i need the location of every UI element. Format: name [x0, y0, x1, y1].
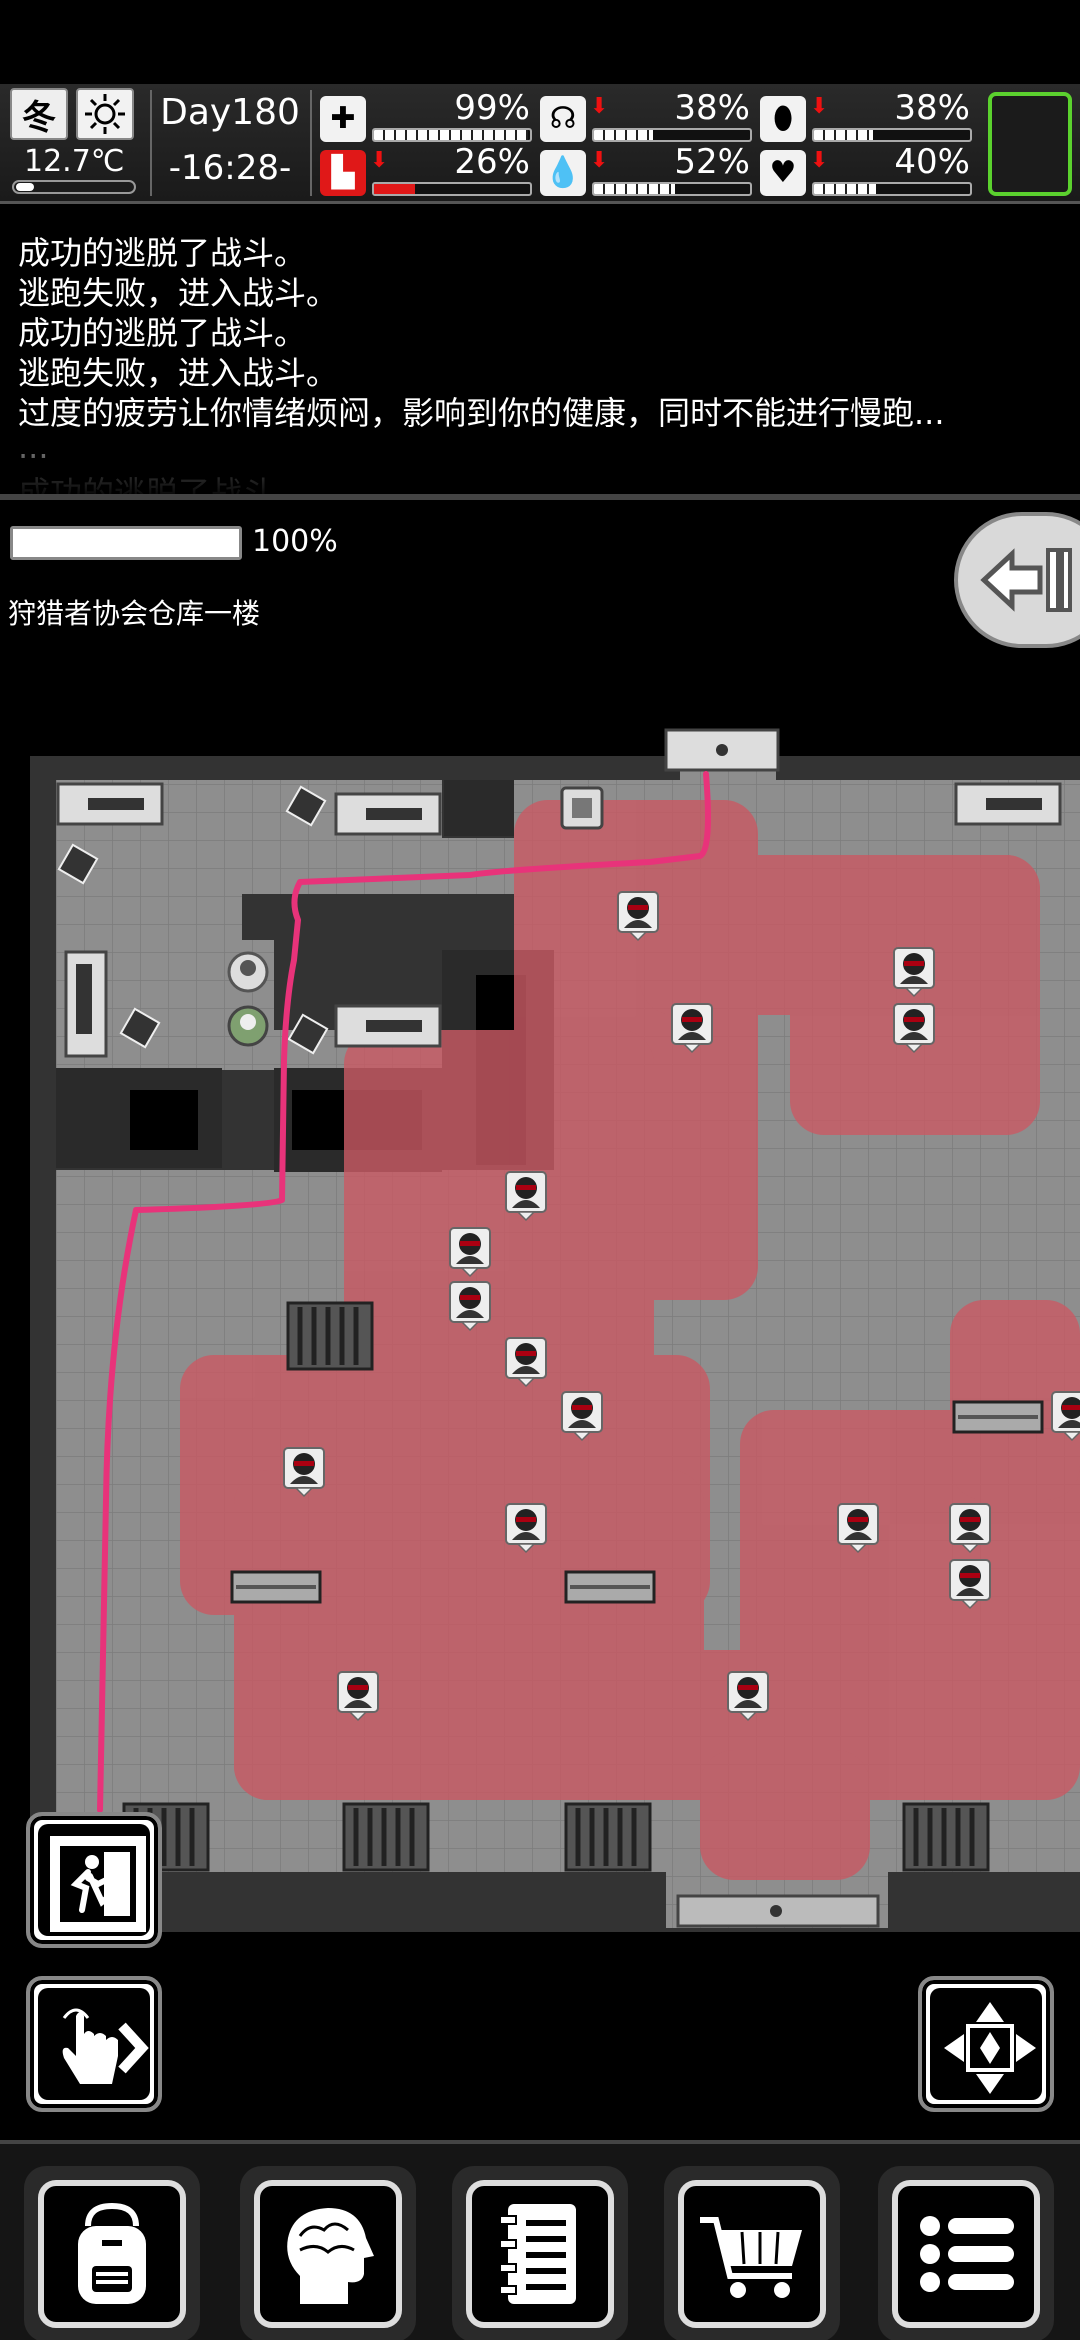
- enemy-marker: [893, 947, 935, 997]
- enemy-marker: [449, 1281, 491, 1331]
- enemy-marker: [449, 1227, 491, 1277]
- down-arrow-icon: ⬇: [810, 148, 829, 173]
- leave-area-button[interactable]: [954, 512, 1080, 648]
- log-line: 逃跑失败，进入战斗。: [18, 274, 339, 312]
- enemy-marker: [283, 1447, 325, 1497]
- status-bar: 冬 12.7℃ Day180 -16:28- ✚ 99% ☊ ⬇ 38% ⬮ ⬇…: [0, 84, 1080, 204]
- enemy-marker: [337, 1671, 379, 1721]
- bottom-nav: [0, 2140, 1080, 2340]
- log-line: 过度的疲劳让你情绪烦闷，影响到你的健康，同时不能进行慢跑...: [18, 394, 945, 432]
- notebook-icon: [499, 2204, 576, 2304]
- energy-bar: [812, 128, 972, 142]
- area-map[interactable]: [0, 700, 1080, 1950]
- doorway[interactable]: [676, 1894, 880, 1928]
- down-arrow-icon: ⬇: [810, 94, 829, 119]
- log-line: 成功的逃脱了战斗。: [18, 234, 307, 272]
- mood-value: 40%: [894, 142, 970, 182]
- running-exit-icon: [50, 1836, 146, 1932]
- mood-bar: [812, 182, 972, 196]
- escape-button[interactable]: [26, 1812, 162, 1948]
- sun-icon: [76, 88, 134, 140]
- stamina-bar: [372, 182, 532, 196]
- medkit-icon: ✚: [320, 96, 366, 142]
- mood-stat[interactable]: ♥ ⬇ 40%: [760, 142, 976, 198]
- enemy-marker: [837, 1503, 879, 1553]
- menu-button[interactable]: [878, 2166, 1054, 2340]
- health-value: 99%: [454, 88, 530, 128]
- enemy-marker: [893, 1003, 935, 1053]
- energy-stat[interactable]: ⬮ ⬇ 38%: [760, 88, 976, 144]
- hunger-value: 38%: [674, 88, 750, 128]
- season-badge: 冬: [10, 88, 68, 140]
- backpack-icon: [78, 2202, 146, 2304]
- enemy-marker: [727, 1671, 769, 1721]
- backpack-button[interactable]: [24, 2166, 200, 2340]
- skills-button[interactable]: [240, 2166, 416, 2340]
- tap-hand-icon: [62, 2008, 149, 2084]
- interact-button[interactable]: [26, 1976, 162, 2112]
- enemy-marker: [949, 1503, 991, 1553]
- pill-icon: ⬮: [760, 96, 806, 142]
- enemy-marker: [561, 1391, 603, 1441]
- npc-marker[interactable]: [227, 951, 269, 993]
- health-bar: [372, 128, 532, 142]
- brain-icon: [287, 2208, 374, 2304]
- day-counter: Day180: [160, 92, 300, 133]
- enemy-marker: [949, 1559, 991, 1609]
- thirst-value: 52%: [674, 142, 750, 182]
- stomach-icon: ☊: [540, 96, 586, 142]
- doorway[interactable]: [664, 728, 780, 772]
- divider: [310, 90, 312, 196]
- area-progress-bar: [10, 526, 242, 560]
- exit-arrow-icon: [980, 548, 1072, 612]
- boot-icon: ▙: [320, 150, 366, 196]
- temperature-readout: 12.7℃: [24, 144, 125, 179]
- message-log[interactable]: 成功的逃脱了战斗。 逃跑失败，进入战斗。 成功的逃脱了战斗。 逃跑失败，进入战斗…: [0, 210, 1080, 500]
- down-arrow-icon: ⬇: [590, 94, 609, 119]
- enemy-marker: [1051, 1391, 1080, 1441]
- player-marker[interactable]: [227, 1005, 269, 1047]
- equipped-item-slot[interactable]: [988, 92, 1072, 196]
- log-line: 逃跑失败，进入战斗。: [18, 354, 339, 392]
- health-stat[interactable]: ✚ 99%: [320, 88, 536, 144]
- divider: [150, 90, 152, 196]
- down-arrow-icon: ⬇: [370, 148, 389, 173]
- energy-value: 38%: [894, 88, 970, 128]
- enemy-marker: [505, 1337, 547, 1387]
- cart-icon: [700, 2217, 802, 2298]
- stamina-value: 26%: [454, 142, 530, 182]
- stamina-stat[interactable]: ▙ ⬇ 26%: [320, 142, 536, 198]
- thirst-stat[interactable]: 💧 ⬇ 52%: [540, 142, 756, 198]
- hunger-stat[interactable]: ☊ ⬇ 38%: [540, 88, 756, 144]
- down-arrow-icon: ⬇: [590, 148, 609, 173]
- furniture[interactable]: [56, 782, 1062, 1870]
- location-name: 狩猎者协会仓库一楼: [8, 597, 261, 630]
- list-icon: [920, 2216, 1014, 2292]
- enemy-marker: [617, 891, 659, 941]
- water-drop-icon: 💧: [540, 150, 586, 196]
- route-path: [97, 771, 711, 1813]
- enemy-marker: [505, 1503, 547, 1553]
- hunger-bar: [592, 128, 752, 142]
- enemy-marker: [505, 1171, 547, 1221]
- compass-arrows-icon: [944, 2002, 1036, 2094]
- enemy-marker: [671, 1003, 713, 1053]
- shop-button[interactable]: [664, 2166, 840, 2340]
- log-fade: [0, 440, 1080, 494]
- recenter-button[interactable]: [918, 1976, 1054, 2112]
- journal-button[interactable]: [452, 2166, 628, 2340]
- temperature-bar: [12, 180, 136, 194]
- area-progress-value: 100%: [252, 524, 338, 559]
- thirst-bar: [592, 182, 752, 196]
- heart-icon: ♥: [760, 150, 806, 196]
- game-clock: -16:28-: [168, 148, 292, 188]
- log-line: 成功的逃脱了战斗。: [18, 314, 307, 352]
